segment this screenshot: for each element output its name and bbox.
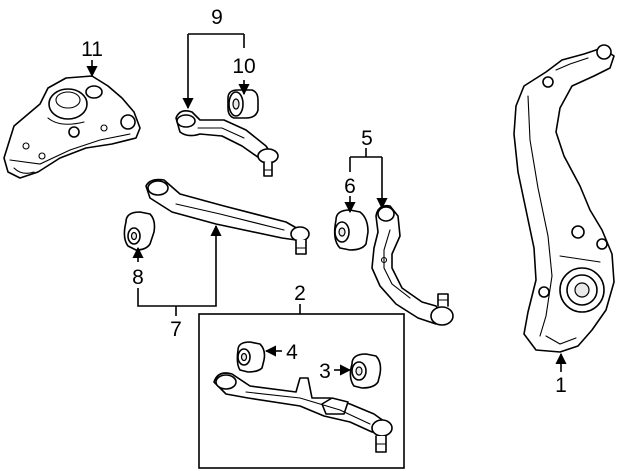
callout-9: 9: [211, 6, 223, 29]
callout-3: 3: [319, 360, 331, 383]
lower-lateral-link-part: [145, 178, 310, 255]
knuckle-part: [513, 44, 615, 353]
lateral-link-bushing-part: [123, 211, 156, 251]
callout-1: 1: [555, 374, 567, 397]
upper-control-arm-part: [175, 110, 279, 177]
callout-4: 4: [286, 341, 298, 364]
callout-5: 5: [361, 127, 373, 150]
lower-control-arm-part: [371, 204, 454, 326]
bushing-4-part: [236, 341, 266, 373]
lower-arm-bushing-part: [333, 209, 369, 251]
callout-8: 8: [132, 266, 144, 289]
callout-10: 10: [232, 55, 255, 78]
callout-7-bracket: [137, 224, 222, 307]
callout-11: 11: [81, 38, 103, 61]
part-2-group-box: [198, 313, 405, 469]
callout-7: 7: [170, 318, 182, 341]
upper-arm-bushing-part: [227, 89, 259, 119]
subframe-part: [3, 75, 141, 179]
callout-2: 2: [294, 282, 306, 305]
lower-arm-assembly-part: [213, 372, 393, 453]
callout-6: 6: [344, 175, 356, 198]
bushing-3-part: [349, 353, 382, 389]
